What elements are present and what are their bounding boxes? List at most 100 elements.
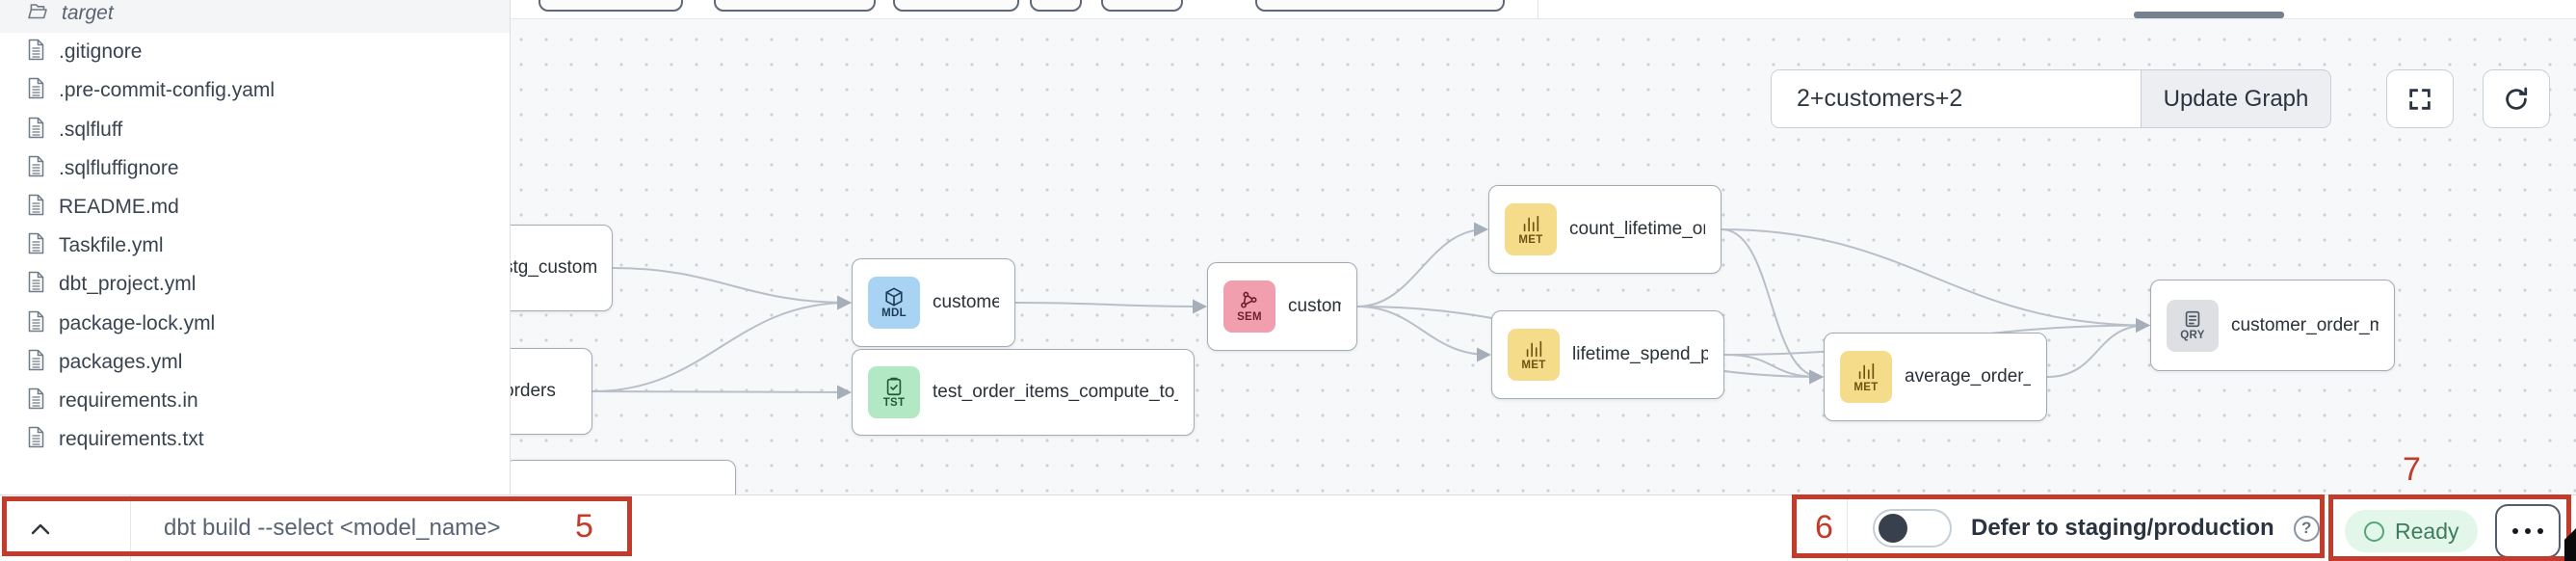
file-icon	[27, 387, 45, 414]
file-icon	[27, 271, 45, 298]
dot-icon	[2525, 528, 2531, 534]
mdl-badge-icon: MDL	[868, 277, 920, 329]
node-label: average_order_value	[1905, 366, 2031, 387]
bottom-bar-divider	[130, 495, 131, 561]
update-graph-button[interactable]: Update Graph	[2141, 69, 2331, 128]
file-icon	[27, 349, 45, 376]
chevron-up-icon	[31, 523, 50, 535]
file-name: .sqlfluffignore	[59, 156, 179, 179]
met-badge-icon: MET	[1508, 329, 1560, 381]
file-row-readme-md[interactable]: README.md	[0, 188, 510, 227]
toolbar-button-stub[interactable]	[539, 0, 683, 12]
file-name: requirements.in	[59, 389, 198, 412]
folder-icon	[27, 2, 48, 25]
environment-status-badge[interactable]: Ready	[2345, 510, 2479, 552]
dot-icon	[2512, 528, 2518, 534]
fullscreen-icon	[2409, 88, 2431, 110]
horizontal-scrollbar-thumb[interactable]	[2134, 12, 2284, 18]
toolbar-strip	[0, 0, 2576, 19]
node-label: count_lifetime_orders	[1569, 219, 1705, 239]
lineage-node-partial_node[interactable]	[505, 460, 736, 494]
toolbar-button-stub[interactable]	[1255, 0, 1505, 12]
more-options-button[interactable]	[2495, 504, 2561, 558]
help-icon[interactable]: ?	[2293, 515, 2320, 542]
bottom-bar: Defer to staging/production ? Ready	[0, 494, 2576, 561]
file-name: dbt_project.yml	[59, 273, 197, 296]
file-name: Taskfile.yml	[59, 234, 164, 257]
dot-icon	[2537, 528, 2543, 534]
defer-toggle[interactable]	[1873, 509, 1952, 548]
file-row--gitignore[interactable]: .gitignore	[0, 33, 510, 71]
fullscreen-button[interactable]	[2386, 69, 2454, 128]
tst-badge-icon: TST	[868, 366, 920, 418]
file-row--pre-commit-config-yaml[interactable]: .pre-commit-config.yaml	[0, 71, 510, 110]
file-icon	[27, 232, 45, 259]
refresh-button[interactable]	[2483, 69, 2550, 128]
file-icon	[27, 77, 45, 104]
edge-count_lifetime_orders-to-average_order_value	[1721, 228, 1824, 385]
file-name: package-lock.yml	[59, 311, 216, 334]
file-name: requirements.txt	[59, 428, 204, 451]
toolbar-button-stub[interactable]	[714, 0, 876, 12]
edge-orders-to-test_order_items	[591, 385, 852, 400]
lineage-edges	[591, 222, 2150, 400]
file-icon	[27, 426, 45, 453]
edge-orders-to-customers_model	[591, 295, 852, 392]
edge-average_order_value-to-customer_order_metrics	[2046, 318, 2150, 378]
file-row-dbt-project-yml[interactable]: dbt_project.yml	[0, 265, 510, 304]
met-badge-icon: MET	[1505, 203, 1557, 255]
lineage-node-test_order_items[interactable]: TST test_order_items_compute_to_bools...	[852, 349, 1195, 436]
selector-input[interactable]	[1771, 69, 2141, 128]
edge-customers_semantic-to-lifetime_spend_pretax	[1356, 306, 1491, 362]
edge-customers_semantic-to-count_lifetime_orders	[1356, 222, 1488, 307]
status-circle-icon	[2364, 521, 2384, 542]
file-name: .gitignore	[59, 40, 143, 64]
file-row-requirements-in[interactable]: requirements.in	[0, 382, 510, 420]
file-row-package-lock-yml[interactable]: package-lock.yml	[0, 305, 510, 343]
collapse-panel-button[interactable]	[23, 513, 58, 546]
bottom-bar-divider-right	[1847, 495, 1848, 561]
lineage-node-customer_order_metrics[interactable]: QRY customer_order_metrics	[2150, 280, 2395, 371]
met-badge-icon: MET	[1840, 351, 1892, 403]
edge-stg_customers-to-customers_model	[612, 267, 852, 310]
node-label: customers	[1288, 296, 1341, 316]
file-icon	[27, 310, 45, 337]
sem-badge-icon: SEM	[1223, 280, 1275, 333]
file-row-packages-yml[interactable]: packages.yml	[0, 343, 510, 382]
toolbar-button-stub[interactable]	[1030, 0, 1082, 12]
toolbar-button-stub[interactable]	[893, 0, 1019, 12]
node-label: customers	[933, 292, 999, 312]
file-row--sqlfluffignore[interactable]: .sqlfluffignore	[0, 149, 510, 188]
edge-count_lifetime_orders-to-customer_order_metrics	[1721, 228, 2150, 333]
file-name: README.md	[59, 196, 179, 218]
file-icon	[27, 155, 45, 182]
file-row-taskfile-yml[interactable]: Taskfile.yml	[0, 227, 510, 265]
file-row--sqlfluff[interactable]: .sqlfluff	[0, 111, 510, 149]
file-name: target	[62, 2, 114, 24]
file-row-requirements-txt[interactable]: requirements.txt	[0, 420, 510, 459]
toolbar-button-stub[interactable]	[1101, 0, 1183, 12]
node-label: stg_customers	[504, 257, 596, 278]
node-label: test_order_items_compute_to_bools...	[933, 382, 1178, 402]
lineage-node-average_order_value[interactable]: MET average_order_value	[1824, 333, 2047, 421]
toggle-knob	[1879, 514, 1907, 543]
edge-customers_model-to-customers_semantic	[1014, 299, 1207, 314]
qry-badge-icon: QRY	[2167, 299, 2219, 352]
command-input[interactable]	[164, 503, 588, 553]
lineage-node-lifetime_spend_pretax[interactable]: MET lifetime_spend_pretax	[1491, 310, 1724, 399]
node-label: lifetime_spend_pretax	[1572, 344, 1708, 364]
file-row-target[interactable]: target	[0, 0, 510, 33]
status-label: Ready	[2395, 518, 2459, 544]
lineage-node-count_lifetime_orders[interactable]: MET count_lifetime_orders	[1488, 185, 1722, 274]
file-icon	[27, 117, 45, 144]
node-label: customer_order_metrics	[2231, 314, 2379, 335]
node-label: orders	[504, 381, 556, 401]
lineage-node-customers_model[interactable]: MDL customers	[852, 258, 1015, 347]
lineage-node-customers_semantic[interactable]: SEM customers	[1207, 262, 1357, 351]
file-tree: target .gitignore .pre-commit-config.yaml.…	[0, 0, 511, 494]
defer-group: Defer to staging/production ?	[1873, 509, 2320, 548]
graph-selector-group: Update Graph	[1771, 69, 2331, 128]
file-name: .pre-commit-config.yaml	[59, 79, 276, 102]
file-icon	[27, 194, 45, 221]
